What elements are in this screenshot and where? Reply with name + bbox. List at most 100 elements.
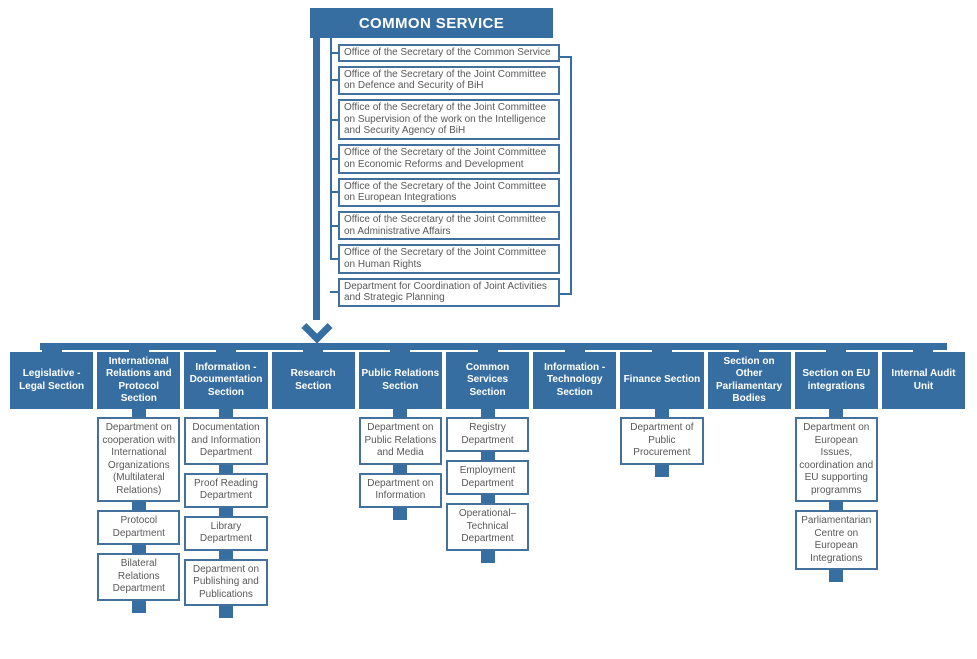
section-label: Research Section	[290, 368, 336, 392]
department-label: Proof Reading Department	[194, 477, 258, 502]
office-label: Office of the Secretary of the Joint Com…	[344, 147, 547, 170]
connector-tab	[654, 464, 669, 477]
sections-row: Legislative - Legal Section International…	[10, 343, 966, 618]
department-box: Library Department	[184, 515, 268, 551]
office-box: Office of the Secretary of the Joint Com…	[330, 144, 560, 174]
department-label: Department of Public Procurement	[630, 422, 694, 458]
department-box: Employment Department	[445, 460, 530, 495]
department-box: Department on Information	[358, 472, 442, 508]
department-box: Department on Publishing and Publication…	[184, 558, 268, 606]
office-label: Office of the Secretary of the Joint Com…	[344, 213, 547, 237]
department-label: Parliamentarian Centre on European Integ…	[801, 515, 872, 564]
office-label: Department for Coordination of Joint Act…	[344, 280, 547, 304]
offices-list: Office of the Secretary of the Common Se…	[330, 44, 572, 307]
section-label: Finance Section	[623, 374, 701, 386]
department-label: Operational–Technical Department	[458, 508, 517, 544]
department-label: Registry Department	[461, 422, 514, 446]
offices-bracket-line	[570, 56, 572, 295]
office-box: Office of the Secretary of the Common Se…	[330, 44, 560, 62]
connector-tab	[128, 343, 149, 352]
connector-tab	[651, 343, 672, 352]
department-box: Operational–Technical Department	[445, 503, 530, 551]
section-label: Section on Other Parliamentary Bodies	[716, 355, 783, 405]
department-box: Parliamentarian Centre on European Integ…	[794, 510, 878, 570]
connector-tab	[480, 495, 495, 503]
department-box: Registry Department	[445, 417, 530, 452]
section-label: Legislative - Legal Section	[19, 368, 85, 392]
department-label: Department on Publishing and Publication…	[192, 563, 260, 600]
department-label: Department on cooperation with Internati…	[102, 422, 176, 496]
offices-bracket-line	[560, 293, 572, 295]
root-node-label: COMMON SERVICE	[358, 14, 505, 32]
section-label: Internal Audit Unit	[891, 368, 956, 392]
office-box: Office of the Secretary of the Joint Com…	[330, 210, 560, 241]
trunk-connector-line	[313, 36, 320, 320]
connector-tab	[218, 606, 233, 618]
section-box: Research Section	[271, 352, 355, 409]
section-column: Internal Audit Unit	[881, 343, 966, 618]
department-label: Department on Information	[367, 477, 434, 502]
office-label: Office of the Secretary of the Joint Com…	[344, 68, 547, 92]
connector-tab	[739, 343, 760, 352]
department-label: Documentation and Information Department	[191, 422, 261, 458]
section-label: International Relations and Protocol Sec…	[105, 355, 172, 405]
department-box: Bilateral Relations Department	[97, 553, 181, 601]
section-label: Section on EU integrations	[802, 368, 871, 392]
department-box: Department on cooperation with Internati…	[97, 417, 181, 502]
department-label: Employment Department	[459, 465, 516, 489]
connector-tab	[654, 409, 669, 417]
department-box: Department on European Issues, coordinat…	[794, 417, 878, 502]
connector-tab	[218, 464, 233, 473]
office-label: Office of the Secretary of the Joint Com…	[344, 102, 547, 137]
connector-tab	[913, 343, 934, 352]
sections-area: Legislative - Legal Section International…	[10, 343, 966, 618]
office-label: Office of the Secretary of the Joint Com…	[344, 180, 547, 204]
connector-tab	[218, 550, 233, 559]
connector-tab	[131, 600, 146, 613]
connector-tab	[390, 343, 411, 352]
section-column: International Relations and Protocol Sec…	[97, 343, 181, 618]
department-label: Department on Public Relations and Media	[364, 422, 437, 458]
connector-tab	[480, 550, 495, 563]
section-column: Legislative - Legal Section	[10, 343, 94, 618]
section-label: Public Relations Section	[361, 368, 440, 392]
office-box: Office of the Secretary of the Joint Com…	[330, 99, 560, 141]
down-arrow-icon	[301, 312, 333, 344]
connector-tab	[829, 502, 844, 510]
section-box: Section on EU integrations	[794, 352, 878, 409]
connector-tab	[131, 409, 146, 417]
office-label: Office of the Secretary of the Common Se…	[344, 47, 551, 58]
department-label: Department on European Issues, coordinat…	[799, 422, 874, 496]
connector-tab	[131, 545, 146, 553]
section-box: Section on Other Parliamentary Bodies	[707, 352, 791, 409]
connector-tab	[218, 409, 233, 417]
section-column: Information - Technology Section	[533, 343, 617, 618]
department-box: Department on Public Relations and Media	[358, 417, 442, 465]
connector-tab	[480, 452, 495, 460]
office-box: Office of the Secretary of the Joint Com…	[330, 65, 560, 96]
connector-tab	[215, 343, 236, 352]
section-label: Information - Documentation Section	[189, 361, 263, 398]
department-box: Documentation and Information Department	[184, 417, 268, 465]
offices-rail-line	[330, 36, 332, 259]
section-box: Information - Technology Section	[533, 352, 617, 409]
section-box: Public Relations Section	[358, 352, 442, 409]
office-label: Office of the Secretary of the Joint Com…	[344, 247, 547, 270]
department-box: Proof Reading Department	[184, 472, 268, 508]
section-label: Information - Technology Section	[544, 361, 606, 398]
connector-tab	[303, 343, 324, 352]
connector-tab	[829, 409, 844, 417]
connector-tab	[826, 343, 847, 352]
office-box: Office of the Secretary of the Joint Com…	[330, 244, 560, 274]
department-label: Protocol Department	[112, 515, 165, 539]
root-node-common-service: COMMON SERVICE	[310, 8, 553, 38]
section-column: Research Section	[271, 343, 355, 618]
connector-tab	[218, 507, 233, 516]
connector-tab	[480, 409, 495, 417]
department-label: Bilateral Relations Department	[112, 558, 165, 594]
